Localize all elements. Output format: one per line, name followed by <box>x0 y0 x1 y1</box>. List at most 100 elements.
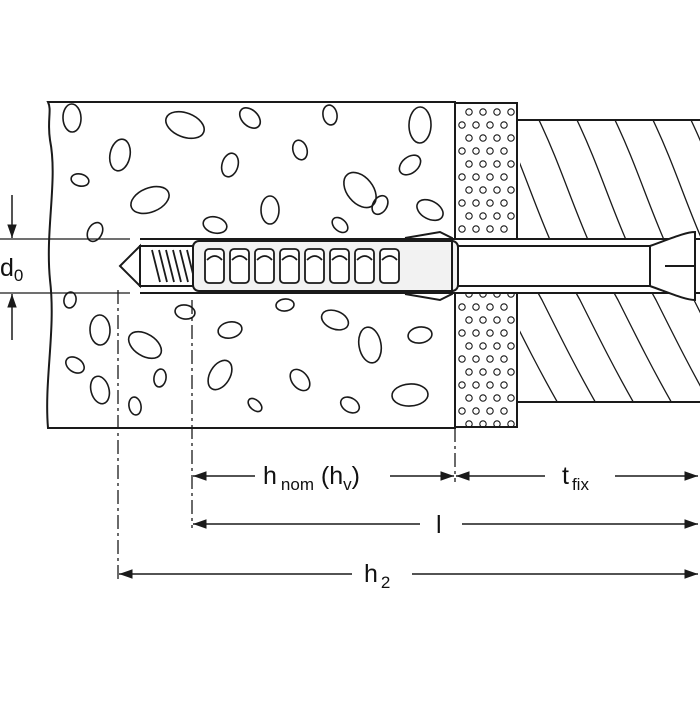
plaster-dot <box>479 368 487 376</box>
aggregate-stone <box>416 198 444 222</box>
plaster-dot <box>458 173 466 181</box>
d0-label: d0 <box>0 254 23 285</box>
thread-line <box>179 249 189 283</box>
l-label: l <box>436 511 442 539</box>
plaster-dot <box>507 108 515 116</box>
plaster-dot <box>500 381 508 389</box>
plaster-dot <box>465 108 473 116</box>
plaster-dot <box>500 355 508 363</box>
aggregate-stone <box>238 107 262 129</box>
plaster-dot <box>500 225 508 233</box>
plug-segment <box>354 248 375 284</box>
plaster-dot <box>493 186 501 194</box>
plaster-dot <box>479 186 487 194</box>
plaster-dot <box>493 368 501 376</box>
plaster-dot <box>472 303 480 311</box>
plug-segment-curve <box>281 255 298 261</box>
plug-segment-curve <box>306 255 323 261</box>
aggregate-stone <box>275 298 295 312</box>
plaster-dot <box>458 199 466 207</box>
aggregate-stone <box>207 359 233 391</box>
plaster-dot <box>507 160 515 168</box>
aggregate-stone <box>220 152 240 178</box>
plaster-dot <box>507 134 515 142</box>
plaster-dot <box>458 303 466 311</box>
plaster-dot <box>465 186 473 194</box>
plaster-dot <box>500 329 508 337</box>
aggregate-stone <box>357 326 383 364</box>
plaster-dot <box>507 368 515 376</box>
aggregate-stone <box>108 138 132 172</box>
plug-segment-curve <box>206 255 223 261</box>
plaster-dot <box>465 342 473 350</box>
plaster-dot <box>486 329 494 337</box>
plaster-dot <box>486 407 494 415</box>
plaster-dot <box>493 108 501 116</box>
plaster-dot <box>493 394 501 402</box>
plaster-dot <box>500 147 508 155</box>
wood-grain-line <box>652 120 700 237</box>
plaster-dot <box>486 173 494 181</box>
plaster-dot <box>472 381 480 389</box>
plaster-dot <box>493 160 501 168</box>
plaster-dot <box>507 316 515 324</box>
plaster-dot <box>507 394 515 402</box>
plug-segment <box>379 248 400 284</box>
aggregate-stone <box>70 172 90 188</box>
plaster-dot <box>493 134 501 142</box>
wood-grain-line <box>520 330 559 402</box>
plug-segment-curve <box>381 255 398 261</box>
plaster-dot <box>493 316 501 324</box>
plaster-dot <box>507 212 515 220</box>
plaster-dot <box>472 147 480 155</box>
plaster-dot <box>500 173 508 181</box>
thread-line <box>151 249 161 283</box>
plaster-dot <box>458 329 466 337</box>
plaster-dot <box>500 199 508 207</box>
aggregate-stone <box>128 396 142 416</box>
aggregate-stone <box>89 375 111 405</box>
plaster-dot <box>486 121 494 129</box>
plaster-dot <box>500 303 508 311</box>
plaster-dot <box>465 212 473 220</box>
plaster-dot <box>486 147 494 155</box>
plaster-dot <box>486 199 494 207</box>
plaster-dot <box>458 121 466 129</box>
plug-segment <box>204 248 225 284</box>
plaster-dot <box>472 225 480 233</box>
thread-line <box>165 249 175 283</box>
l-dimension: l <box>193 511 698 539</box>
plaster-dot <box>479 160 487 168</box>
aggregate-stone <box>130 185 170 215</box>
plaster-dot <box>479 316 487 324</box>
d0-dimension: d0 <box>0 195 130 340</box>
plug-segment-curve <box>356 255 373 261</box>
plaster-dot <box>465 134 473 142</box>
plaster-dot <box>479 342 487 350</box>
aggregate-stone <box>291 139 309 161</box>
aggregate-stone <box>260 195 280 225</box>
plaster-dot <box>479 108 487 116</box>
aggregate-stone <box>86 221 104 243</box>
aggregate-stone <box>165 110 205 140</box>
plaster-dot <box>486 303 494 311</box>
plug-segment <box>254 248 275 284</box>
aggregate-stone <box>174 304 196 320</box>
plaster-dot <box>507 420 515 427</box>
aggregate-stone <box>398 154 422 176</box>
plug-dowel <box>192 230 472 302</box>
plaster-dot <box>500 407 508 415</box>
plaster-dot <box>486 381 494 389</box>
extension-lines <box>48 290 700 582</box>
plaster-dot <box>500 121 508 129</box>
aggregate-stone <box>391 383 429 407</box>
plaster-dot <box>472 355 480 363</box>
plaster-dot <box>458 225 466 233</box>
plaster-dot <box>458 381 466 389</box>
aggregate-stone <box>127 330 163 360</box>
